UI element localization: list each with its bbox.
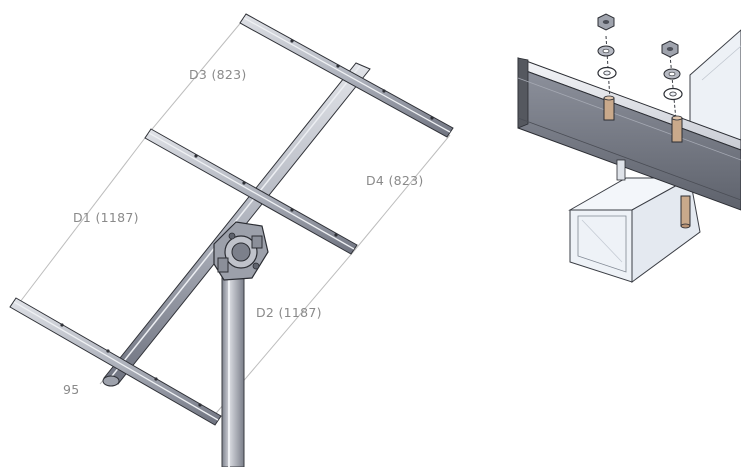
d4-dimension-line (353, 134, 451, 252)
u-bolt-icon (603, 95, 615, 121)
d4-label: D4 (823) (366, 173, 424, 188)
washer-icon (663, 87, 683, 101)
top-rail (239, 13, 454, 138)
d3-dimension-line (147, 19, 244, 135)
d1-label: D1 (1187) (73, 210, 139, 225)
bottom-rail (9, 297, 222, 426)
washer-icon (663, 68, 681, 80)
u-bolt-icon (671, 115, 683, 143)
washer-icon (597, 66, 617, 80)
right-bolt-assembly (616, 40, 691, 229)
offset-label: 95 (63, 382, 80, 397)
fastener-detail (517, 13, 741, 283)
left-bolt-assembly (597, 13, 617, 121)
rail-beam (517, 57, 741, 211)
d2-label: D2 (1187) (256, 305, 322, 320)
hex-nut-icon (661, 40, 679, 58)
u-bolt-icon (680, 195, 691, 229)
pivot-clamp (213, 221, 269, 281)
u-bolt-icon (616, 159, 626, 181)
washer-icon (597, 45, 615, 57)
square-tube (568, 177, 701, 283)
array-frame: D3 (823) D4 (823) D1 (1187) D2 (1187) 95 (9, 13, 454, 467)
mounting-pole (221, 267, 245, 467)
d1-dimension-line (19, 133, 149, 303)
hex-nut-icon (597, 13, 615, 31)
middle-rail (144, 128, 358, 255)
d3-label: D3 (823) (189, 67, 247, 82)
